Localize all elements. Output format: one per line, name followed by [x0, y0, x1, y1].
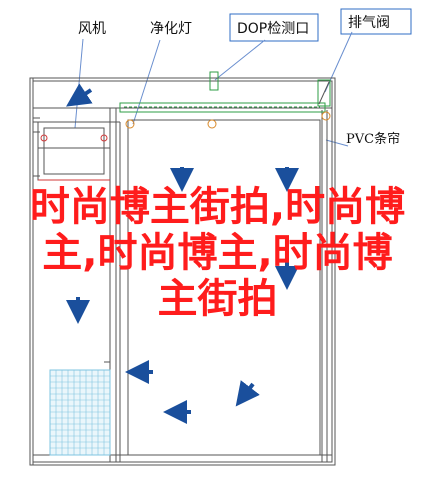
purifier-lamp: [119, 102, 326, 113]
leader-lines: [74, 31, 353, 147]
airflow-arrow: [66, 83, 93, 107]
airflow-arrows: [66, 83, 299, 424]
exhaust-valve: [317, 79, 331, 107]
pvc-curtain-label: PVC条帘: [346, 131, 400, 147]
filter-grid: [49, 369, 111, 456]
purifier-lamp-label: 净化灯: [150, 21, 192, 37]
fan-motor-marks: [38, 134, 110, 181]
overlay-line-3: 主街拍: [157, 276, 278, 322]
label-frames: [229, 8, 412, 42]
exhaust-valve-label: 排气阀: [348, 15, 390, 31]
dop-port: [209, 71, 219, 91]
cabinet-frame: [29, 77, 336, 466]
fan-label: 风机: [78, 21, 106, 37]
overlay-line-2: 主,时尚博主,时尚博: [42, 230, 393, 276]
dop-port-label: DOP检测口: [237, 21, 309, 37]
airflow-arrow: [235, 380, 260, 407]
lamp-end-cap: [125, 119, 135, 129]
overlay-line-1: 时尚博主街拍,时尚博: [29, 184, 406, 230]
